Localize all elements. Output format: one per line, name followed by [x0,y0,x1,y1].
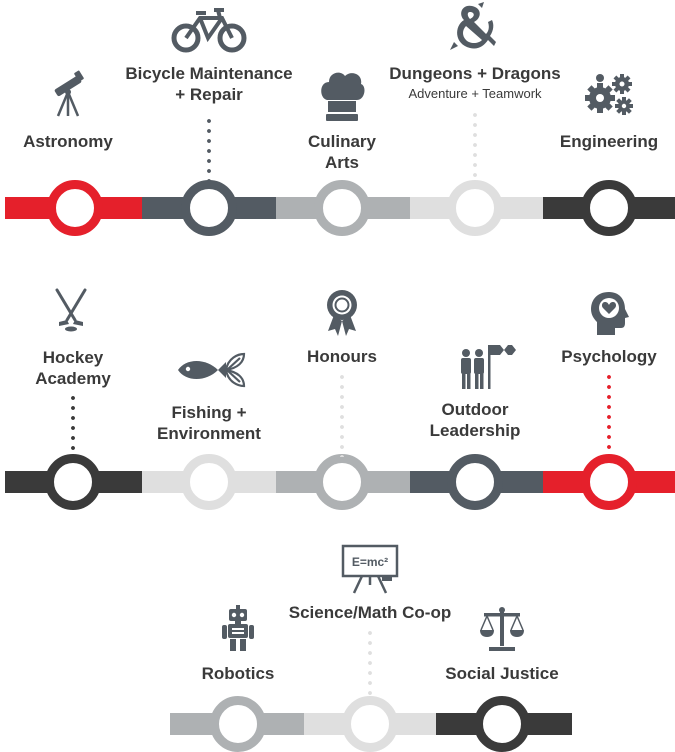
label-robotics: Robotics [202,663,275,684]
robot-icon [222,605,254,651]
timeline-node-hockey [45,454,101,510]
label-psychology-line1: Psychology [561,347,657,366]
bicycle-icon [171,8,247,53]
timeline-node-fishing [181,454,237,510]
gears-icon [585,74,633,115]
label-hockey-line2: Academy [35,369,111,388]
label-honours: Honours [307,346,377,367]
label-fishing-line2: Environment [157,424,261,443]
timeline-node-honours [314,454,370,510]
chalkboard-icon: E=mc² [341,544,399,594]
label-hockey: Hockey Academy [35,347,111,389]
scales-icon [480,607,524,651]
connector-dots-dnd [473,110,477,182]
timeline-node-engineering [581,180,637,236]
label-outdoor: Outdoor Leadership [430,399,521,441]
chalkboard-text: E=mc² [352,555,388,569]
label-fishing: Fishing + Environment [157,402,261,444]
label-astronomy: Astronomy [23,131,113,152]
label-dnd-line1: Dungeons + Dragons [389,64,561,83]
telescope-icon [54,70,84,117]
fish-icon [178,352,246,388]
label-culinary-line2: Arts [324,153,359,172]
hikers-flag-icon [461,345,516,389]
label-bicycle-line2: + Repair [175,85,243,104]
label-hockey-line1: Hockey [42,348,104,367]
label-honours-line1: Honours [307,347,377,366]
chef-hat-icon [321,72,365,121]
timeline-node-bicycle [181,180,237,236]
label-dnd: Dungeons + Dragons [389,63,560,84]
connector-dots-science [368,628,372,698]
connector-dots-psychology [607,372,611,457]
label-bicycle-line1: Bicycle Maintenance [125,64,293,83]
label-justice-line1: Social Justice [445,664,559,683]
label-dnd-subtitle: Adventure + Teamwork [408,86,542,101]
timeline-node-justice [474,696,530,752]
label-astronomy-line1: Astronomy [23,132,113,151]
label-engineering: Engineering [560,131,658,152]
connector-dots-honours [340,372,344,457]
timeline-node-robotics [210,696,266,752]
label-science: Science/Math Co-op [289,602,451,623]
timeline-node-science [342,696,398,752]
label-culinary-line1: Culinary [307,132,377,151]
connector-dots-bicycle [207,116,211,182]
dragon-ampersand-icon [450,2,496,50]
timeline-node-outdoor [447,454,503,510]
label-justice: Social Justice [445,663,558,684]
label-outdoor-line1: Outdoor [441,400,509,419]
hockey-sticks-icon [55,288,87,332]
label-science-line1: Science/Math Co-op [288,603,452,622]
timeline-node-culinary [314,180,370,236]
award-ribbon-icon [327,290,357,336]
label-bicycle: Bicycle Maintenance + Repair [125,63,292,105]
timeline-node-psychology [581,454,637,510]
label-outdoor-line2: Leadership [429,421,521,440]
head-heart-icon [591,292,629,335]
label-engineering-line1: Engineering [559,132,659,151]
timeline-node-astronomy [47,180,103,236]
label-psychology: Psychology [561,346,656,367]
timeline-node-dnd [447,180,503,236]
label-fishing-line1: Fishing + [171,403,247,422]
label-robotics-line1: Robotics [201,664,275,683]
label-culinary: Culinary Arts [308,131,376,173]
connector-dots-hockey [71,393,75,457]
